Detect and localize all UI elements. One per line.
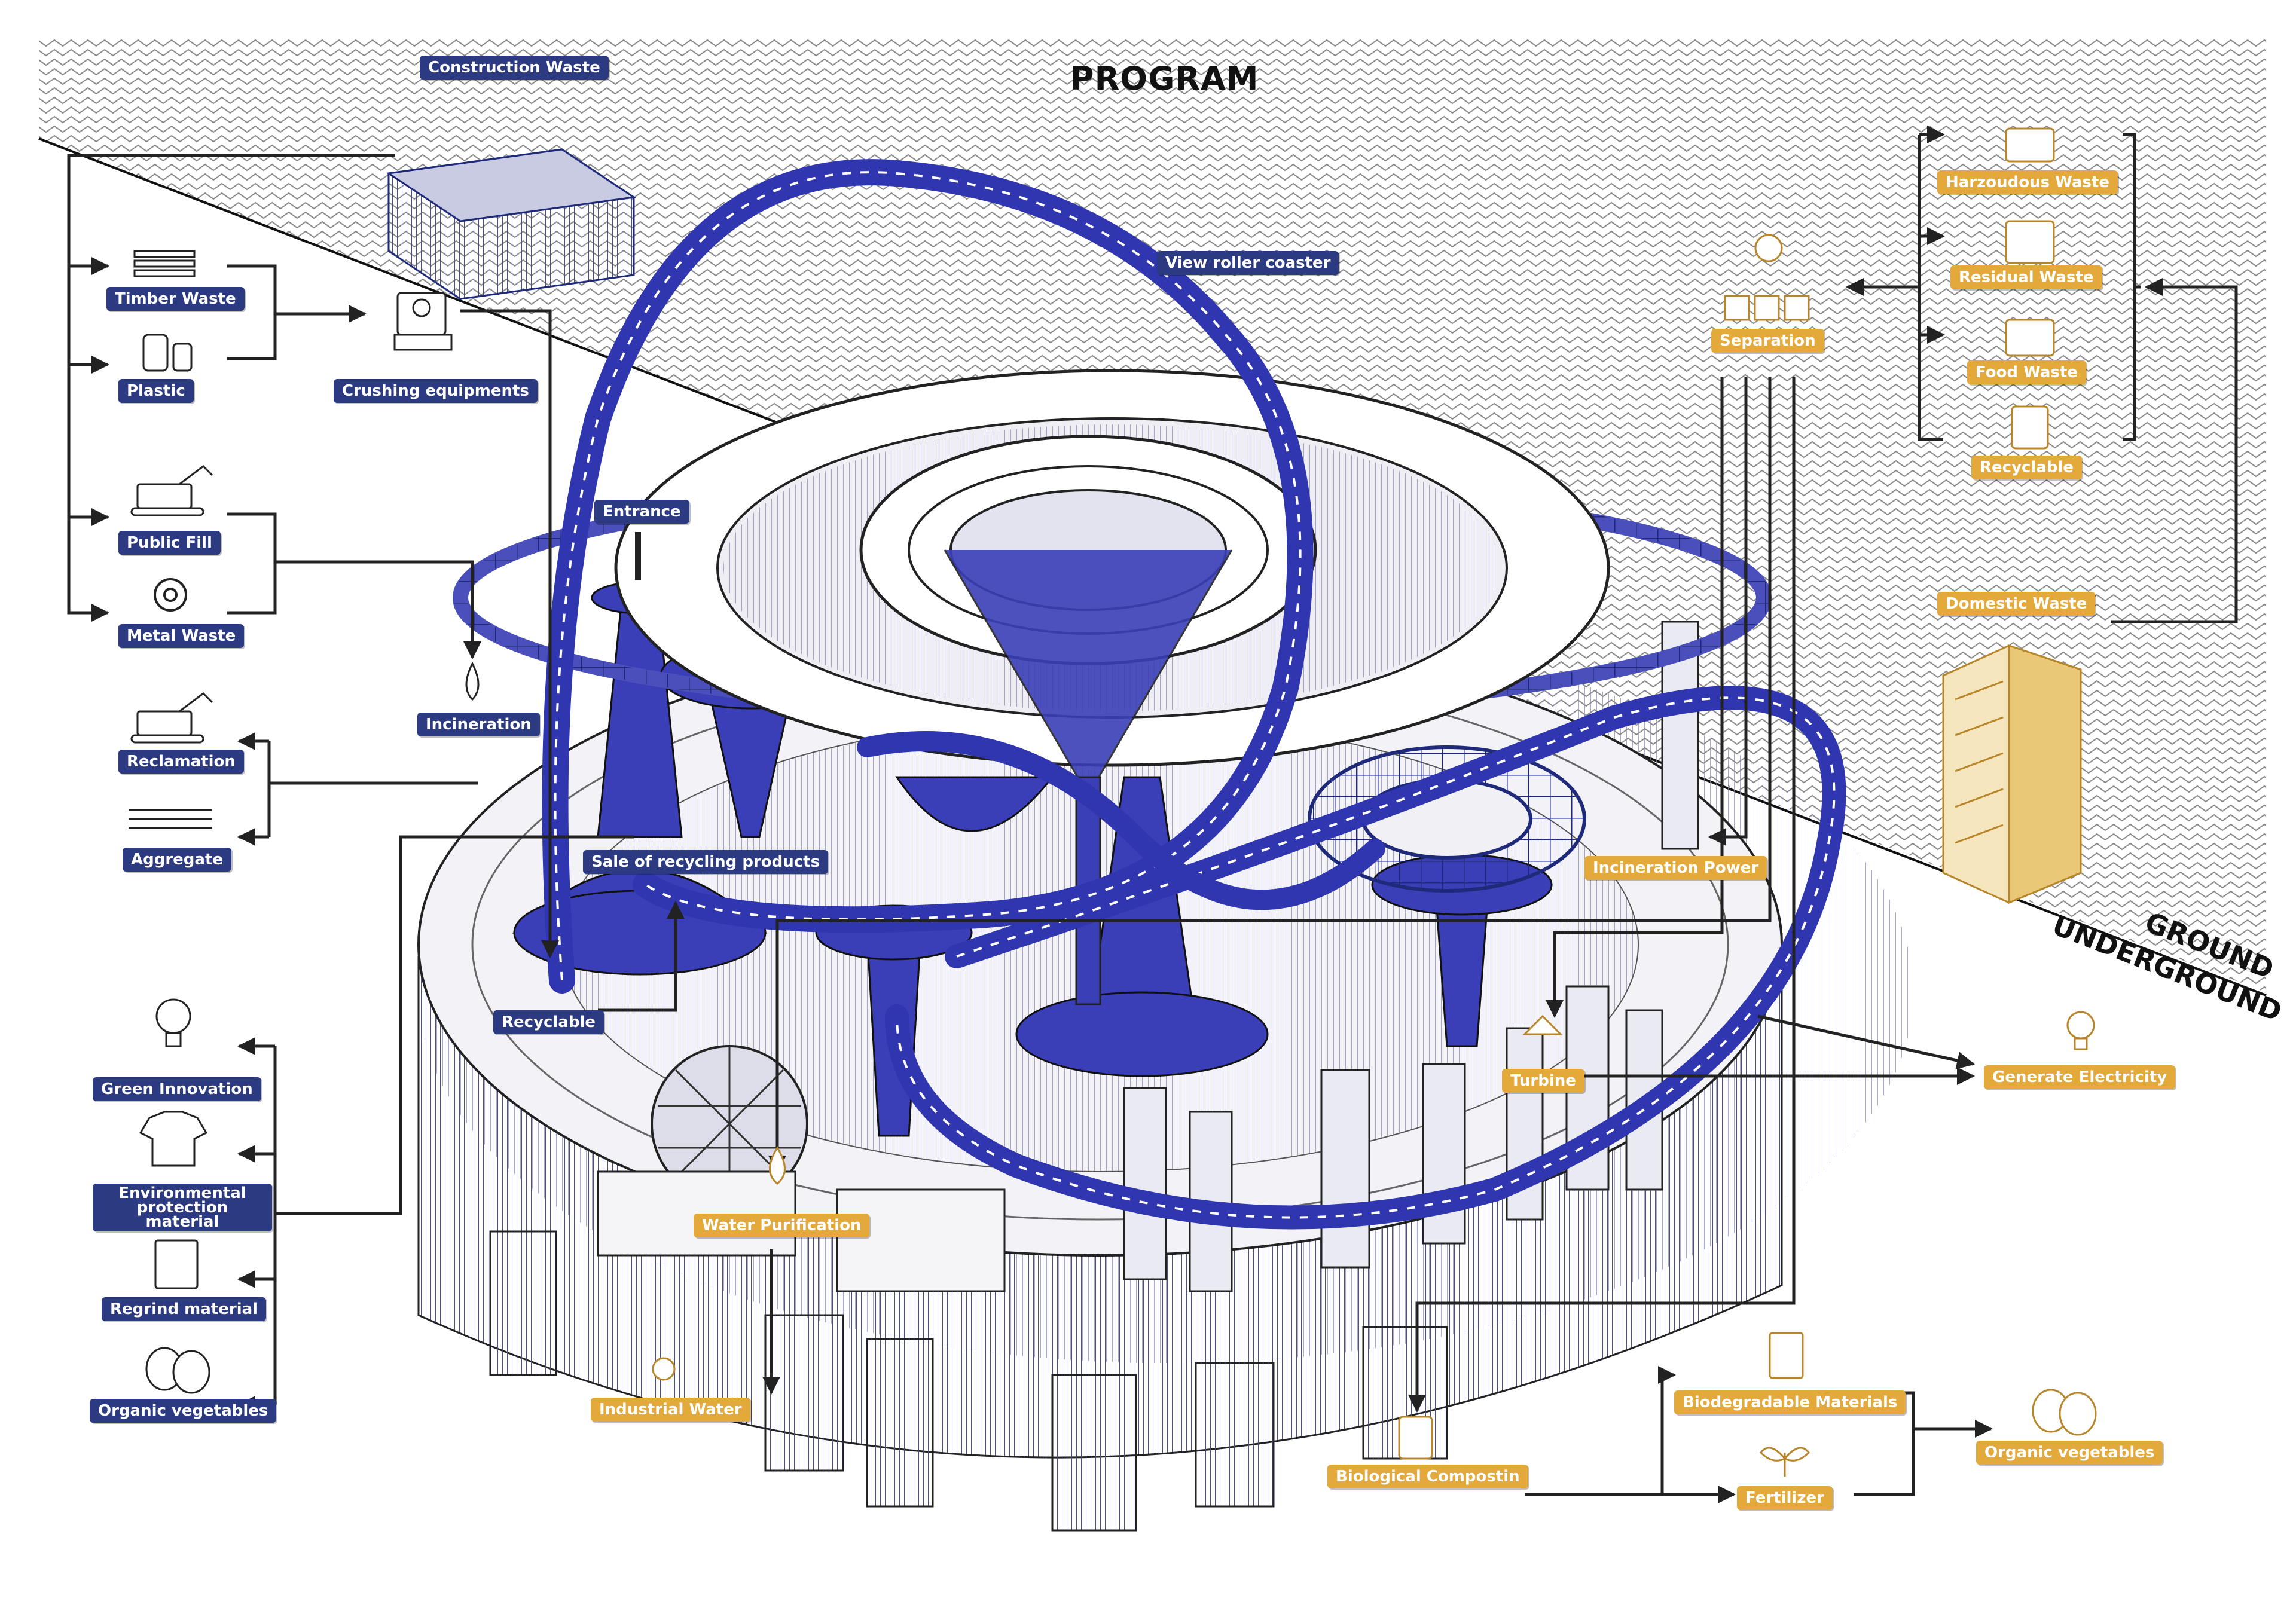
compost-icon: [1398, 1416, 1433, 1460]
industrial-water-label: Industrial Water: [591, 1398, 750, 1422]
entrance-stem: [635, 532, 641, 580]
reclamation-label: Reclamation: [118, 750, 244, 774]
recycle-bin-icon: [2011, 405, 2049, 450]
page-title: PROGRAM: [1070, 60, 1259, 97]
metal-waste-label: Metal Waste: [118, 624, 245, 648]
biodegradable-icon: [1769, 1332, 1804, 1379]
view-roller-coaster-label: View roller coaster: [1157, 251, 1339, 275]
water-purification-label: Water Purification: [694, 1214, 870, 1237]
plastic-bottle-icon: [142, 334, 193, 372]
flame-icon: [465, 661, 480, 701]
hazardous-bin-icon: [2005, 127, 2055, 163]
top-rings: [453, 369, 1772, 1005]
sale-of-recycling-products-label: Sale of recycling products: [583, 850, 829, 874]
recyclable-gold-label: Recyclable: [1971, 456, 2083, 479]
environmental-protection-material-label: Environmental protection material: [93, 1184, 272, 1231]
roller-coaster-track: [542, 159, 1846, 1230]
rubble-building-icon: [386, 148, 637, 300]
building-icon: [1942, 644, 2082, 904]
aggregate-label: Aggregate: [123, 848, 232, 872]
sprout-icon: [1760, 1447, 1810, 1477]
harzoudous-waste-label: Harzoudous Waste: [1937, 170, 2118, 194]
bag-recycle-icon: [154, 1239, 199, 1289]
incineration-power-label: Incineration Power: [1584, 856, 1767, 880]
vegetable-sacks-icon: [145, 1347, 2097, 1436]
regrind-material-label: Regrind material: [102, 1297, 267, 1321]
food-bin-icon: [2005, 319, 2055, 357]
turbine-icon: [1522, 1014, 1563, 1035]
gear-icon: [154, 578, 187, 612]
separation-bins-icon: [1724, 234, 1810, 321]
generate-electricity-label: Generate Electricity: [1984, 1065, 2176, 1089]
tshirt-recycle-icon: [139, 1111, 208, 1167]
green-innovation-label: Green Innovation: [93, 1077, 261, 1101]
crusher-icon: [393, 292, 453, 351]
aggregate-layers-icon: [129, 809, 212, 829]
turbine-label: Turbine: [1502, 1069, 1584, 1093]
public-fill-label: Public Fill: [118, 531, 221, 555]
excavator-icon: [130, 465, 213, 744]
timber-waste-label: Timber Waste: [106, 287, 245, 311]
separation-label: Separation: [1711, 329, 1824, 353]
organic-vegetables-blue-label: Organic vegetables: [90, 1399, 277, 1423]
lightbulb-leaf-icon: [155, 998, 191, 1047]
water-drop-icon: [652, 1146, 786, 1381]
plastic-label: Plastic: [118, 379, 194, 403]
food-waste-label: Food Waste: [1967, 360, 2086, 384]
fertilizer-label: Fertilizer: [1737, 1486, 1833, 1510]
construction-waste-label: Construction Waste: [420, 56, 609, 80]
domestic-waste-label: Domestic Waste: [1937, 592, 2096, 616]
recyclable-blue-label: Recyclable: [493, 1010, 604, 1034]
incineration-label: Incineration: [417, 713, 540, 736]
crushing-equipments-label: Crushing equipments: [334, 379, 538, 403]
residual-waste-label: Residual Waste: [1950, 265, 2102, 289]
organic-vegetables-gold-label: Organic vegetables: [1976, 1441, 2163, 1465]
entrance-label: Entrance: [594, 500, 689, 524]
residual-bin-icon: [2005, 220, 2055, 264]
timber-icon: [133, 250, 196, 277]
biological-composting-label: Biological Compostin: [1327, 1465, 1528, 1488]
biodegradable-materials-label: Biodegradable Materials: [1674, 1390, 1906, 1414]
lightbulb-icon: [2066, 1011, 2095, 1050]
